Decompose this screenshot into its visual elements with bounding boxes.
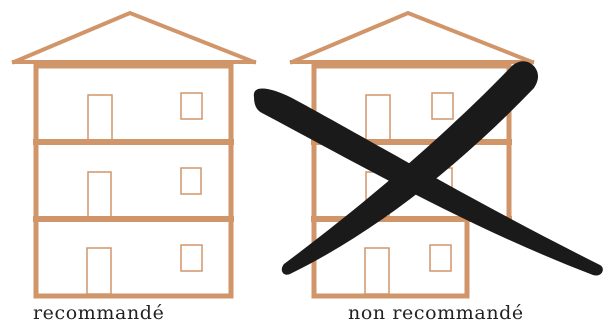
caption-recommended: recommandé [33, 302, 165, 324]
recommended-building [11, 10, 257, 299]
door [87, 171, 112, 218]
window [431, 92, 454, 120]
window [429, 244, 452, 272]
window [180, 244, 203, 272]
door [87, 94, 113, 141]
door [86, 247, 112, 295]
caption-not-recommended: non recommandé [348, 302, 524, 324]
door [365, 94, 391, 141]
roof [289, 10, 535, 65]
building-walls [33, 63, 234, 299]
roof [11, 10, 257, 65]
window [180, 167, 202, 195]
cross-stroke [281, 61, 539, 275]
cross-out-mark [253, 61, 603, 276]
door [364, 247, 390, 295]
window [180, 92, 203, 120]
